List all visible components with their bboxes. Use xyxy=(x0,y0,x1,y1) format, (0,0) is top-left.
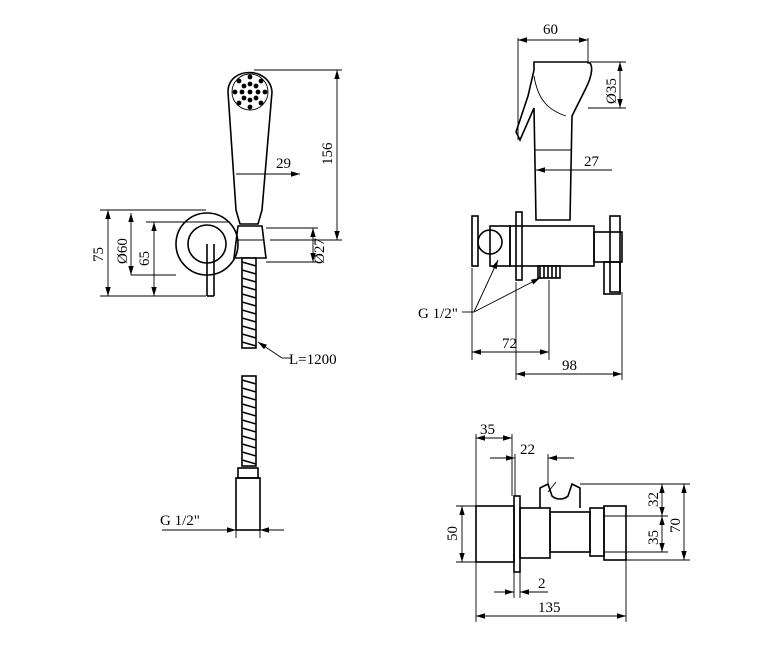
side-dim-60: 60 xyxy=(543,22,558,38)
dim-65: 65 xyxy=(137,251,153,266)
dim-diameter-27: Ø27 xyxy=(312,238,328,264)
hand-shower-head xyxy=(227,71,273,225)
side-view: 60 Ø35 27 G 1/2" 72 98 xyxy=(418,22,626,380)
hose-nut xyxy=(235,477,261,531)
top-dim-2: 2 xyxy=(538,576,546,592)
top-view: 35 22 32 35 70 50 2 xyxy=(445,422,690,622)
top-dim-35-right: 35 xyxy=(646,530,662,545)
top-dim-50: 50 xyxy=(445,526,461,541)
side-dim-27: 27 xyxy=(584,154,600,170)
side-thread-label: G 1/2" xyxy=(418,306,458,322)
hose-upper xyxy=(241,257,257,349)
top-dim-22: 22 xyxy=(520,442,535,458)
top-dim-70: 70 xyxy=(668,518,684,533)
holder-cradle xyxy=(539,482,581,508)
top-dim-32: 32 xyxy=(646,492,662,507)
front-view: 156 29 Ø27 75 Ø60 65 L=1200 G 1/2" xyxy=(91,69,342,538)
dim-29: 29 xyxy=(276,156,291,172)
hose-holder-ring xyxy=(477,229,503,255)
dim-156: 156 xyxy=(320,142,336,165)
dim-75: 75 xyxy=(91,247,107,262)
hose-thread-label: G 1/2" xyxy=(160,513,200,529)
side-dim-72: 72 xyxy=(502,336,517,352)
hand-shower-profile xyxy=(515,61,593,221)
top-dim-135: 135 xyxy=(538,600,561,616)
top-dim-35: 35 xyxy=(480,422,495,438)
holder-collar xyxy=(233,225,267,259)
valve-body-top xyxy=(519,507,551,559)
rosette-profile xyxy=(475,505,515,563)
side-dim-diameter-35: Ø35 xyxy=(604,78,620,104)
dim-diameter-60: Ø60 xyxy=(115,238,131,264)
hose-length-label: L=1200 xyxy=(289,352,337,368)
spray-nozzles xyxy=(232,74,268,110)
hose-lower xyxy=(241,375,257,467)
side-dim-98: 98 xyxy=(562,358,577,374)
